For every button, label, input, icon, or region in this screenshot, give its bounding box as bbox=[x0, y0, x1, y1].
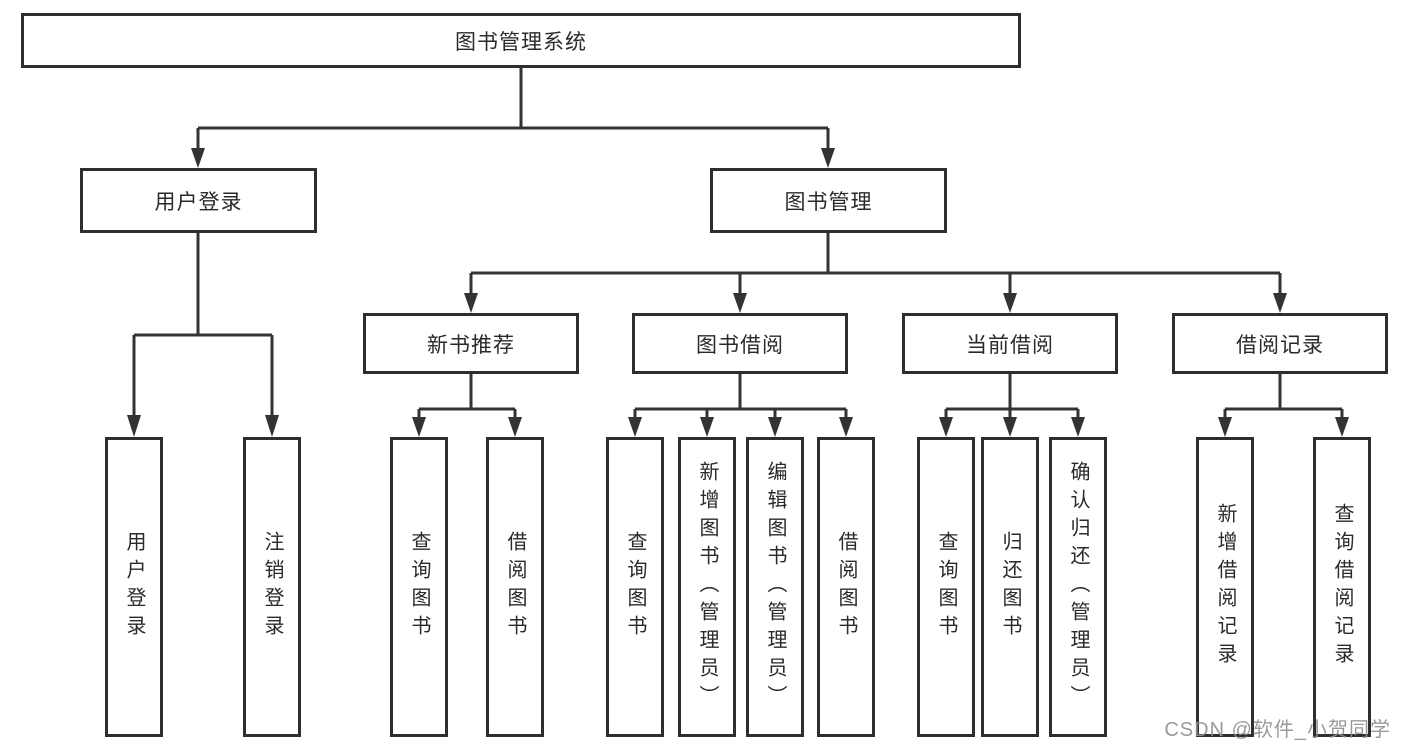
leaf-borrow-query: 查询图书 bbox=[606, 437, 664, 737]
node-root-label: 图书管理系统 bbox=[455, 30, 587, 54]
leaf-current-confirm-return: 确认归还（管理员） bbox=[1049, 437, 1107, 737]
leaf-newbook-query: 查询图书 bbox=[390, 437, 448, 737]
connector-root-to-level2 bbox=[191, 68, 835, 168]
connector-book-branch bbox=[464, 233, 1287, 313]
leaf-current-return: 归还图书 bbox=[981, 437, 1039, 737]
leaf-newbook-borrow-label: 借阅图书 bbox=[504, 531, 526, 643]
leaf-borrow-add-book: 新增图书（管理员） bbox=[678, 437, 736, 737]
leaf-current-confirm-return-label: 确认归还（管理员） bbox=[1067, 461, 1089, 713]
node-book-borrow-group: 图书借阅 bbox=[632, 313, 848, 374]
leaf-current-query: 查询图书 bbox=[917, 437, 975, 737]
leaf-record-query-label: 查询借阅记录 bbox=[1331, 503, 1353, 671]
leaf-borrow-edit-book-label: 编辑图书（管理员） bbox=[764, 461, 786, 713]
leaf-borrow-book: 借阅图书 bbox=[817, 437, 875, 737]
node-new-book-group-label: 新书推荐 bbox=[427, 333, 515, 357]
node-user-login-branch-label: 用户登录 bbox=[154, 190, 243, 214]
leaf-logout: 注销登录 bbox=[243, 437, 301, 737]
leaf-newbook-borrow: 借阅图书 bbox=[486, 437, 544, 737]
csdn-watermark: CSDN @软件_小贺同学 bbox=[1164, 719, 1391, 741]
node-root: 图书管理系统 bbox=[21, 13, 1021, 68]
leaf-borrow-query-label: 查询图书 bbox=[624, 531, 646, 643]
node-book-manage-branch-label: 图书管理 bbox=[784, 190, 873, 214]
node-current-borrow-group-label: 当前借阅 bbox=[966, 333, 1054, 357]
leaf-borrow-edit-book: 编辑图书（管理员） bbox=[746, 437, 804, 737]
node-borrow-record-group: 借阅记录 bbox=[1172, 313, 1388, 374]
leaf-record-add-label: 新增借阅记录 bbox=[1214, 503, 1236, 671]
leaf-newbook-query-label: 查询图书 bbox=[408, 531, 430, 643]
leaf-current-query-label: 查询图书 bbox=[935, 531, 957, 643]
node-borrow-record-group-label: 借阅记录 bbox=[1236, 333, 1324, 357]
leaf-current-return-label: 归还图书 bbox=[999, 531, 1021, 643]
connector-book-borrow-group bbox=[628, 374, 853, 437]
leaf-record-add: 新增借阅记录 bbox=[1196, 437, 1254, 737]
connector-new-book-group bbox=[412, 374, 522, 437]
leaf-borrow-book-label: 借阅图书 bbox=[835, 531, 857, 643]
leaf-user-login: 用户登录 bbox=[105, 437, 163, 737]
node-book-borrow-group-label: 图书借阅 bbox=[696, 333, 784, 357]
leaf-logout-label: 注销登录 bbox=[261, 531, 283, 643]
leaf-user-login-label: 用户登录 bbox=[123, 531, 145, 643]
node-book-manage-branch: 图书管理 bbox=[710, 168, 947, 233]
leaf-borrow-add-book-label: 新增图书（管理员） bbox=[696, 461, 718, 713]
connector-user-branch bbox=[127, 233, 279, 437]
node-user-login-branch: 用户登录 bbox=[80, 168, 317, 233]
node-new-book-group: 新书推荐 bbox=[363, 313, 579, 374]
node-current-borrow-group: 当前借阅 bbox=[902, 313, 1118, 374]
connector-current-borrow-group bbox=[939, 374, 1085, 437]
leaf-record-query: 查询借阅记录 bbox=[1313, 437, 1371, 737]
connector-borrow-record-group bbox=[1218, 374, 1349, 437]
